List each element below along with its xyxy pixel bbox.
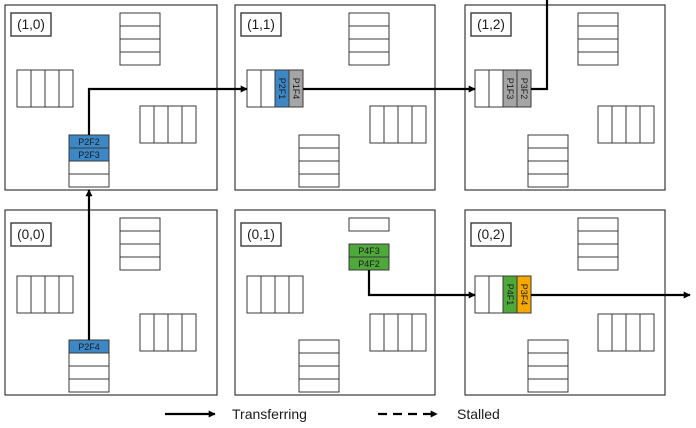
buffer-west: P2F1 P1F4 — [246, 69, 304, 108]
node-label-box — [240, 12, 282, 37]
node-0-0: (0,0) P2F4 — [4, 209, 218, 396]
node-1-0: (1,0) P2F2 P2F3 — [4, 4, 218, 191]
flit-label: P4F2 — [358, 259, 380, 269]
node-label-box — [10, 222, 52, 247]
node-label: (1,0) — [17, 17, 45, 32]
flit-label: P2F4 — [78, 342, 100, 352]
transfer-arrow-p4-east — [367, 270, 476, 299]
buffer-south — [527, 134, 569, 188]
buffer-north — [119, 12, 161, 66]
buffer-south — [298, 339, 340, 393]
buffer-south: P2F2 P2F3 — [68, 134, 110, 188]
buffer-west — [246, 275, 304, 314]
node-label-box — [470, 12, 512, 37]
legend: Transferring Stalled — [165, 406, 500, 422]
flit-label: P3F2 — [519, 78, 529, 100]
buffer-east — [139, 313, 197, 352]
buffer-east — [369, 105, 427, 144]
buffer-east — [369, 313, 427, 352]
node-label: (0,0) — [17, 227, 45, 242]
buffer-east — [139, 105, 197, 144]
flit-label: P1F4 — [291, 78, 301, 100]
flit-label: P2F2 — [78, 137, 100, 147]
buffer-west: P1F3 P3F2 — [474, 69, 532, 108]
buffer-east — [597, 105, 655, 144]
node-label: (0,1) — [247, 227, 275, 242]
buffer-west — [16, 69, 74, 108]
buffer-east — [597, 313, 655, 352]
transfer-arrow-p3-north — [531, 0, 549, 91]
node-label: (1,2) — [477, 17, 505, 32]
flit-label: P4F1 — [505, 284, 515, 306]
flit-label: P2F3 — [78, 150, 100, 160]
buffer-north — [577, 217, 619, 271]
buffer-north — [577, 12, 619, 66]
node-label: (0,2) — [477, 227, 505, 242]
flit-label: P4F3 — [358, 246, 380, 256]
node-1-2: (1,2) P1F3 P3F2 — [464, 4, 666, 191]
buffer-north — [348, 12, 390, 66]
flit-label: P3F4 — [519, 284, 529, 306]
buffer-west: P4F1 P3F4 — [474, 275, 532, 314]
buffer-north: P4F3 P4F2 — [348, 217, 390, 271]
node-label: (1,1) — [247, 17, 275, 32]
flit-label: P1F3 — [505, 78, 515, 100]
buffer-south: P2F4 — [68, 339, 110, 393]
node-0-2: (0,2) P4F1 P3F4 — [464, 209, 666, 396]
node-label-box — [240, 222, 282, 247]
flit-label: P2F1 — [277, 78, 287, 100]
buffer-south — [298, 134, 340, 188]
node-1-1: (1,1) P2F1 P1F4 — [234, 4, 436, 191]
buffer-west — [16, 275, 74, 314]
node-label-box — [10, 12, 52, 37]
buffer-north — [119, 217, 161, 271]
legend-stalled-label: Stalled — [457, 406, 500, 422]
legend-transferring-label: Transferring — [232, 406, 307, 422]
node-0-1: (0,1) P4F3 P4F2 — [234, 209, 436, 396]
buffer-south — [527, 339, 569, 393]
transfer-arrow-p2-east — [87, 85, 248, 135]
node-label-box — [470, 222, 512, 247]
